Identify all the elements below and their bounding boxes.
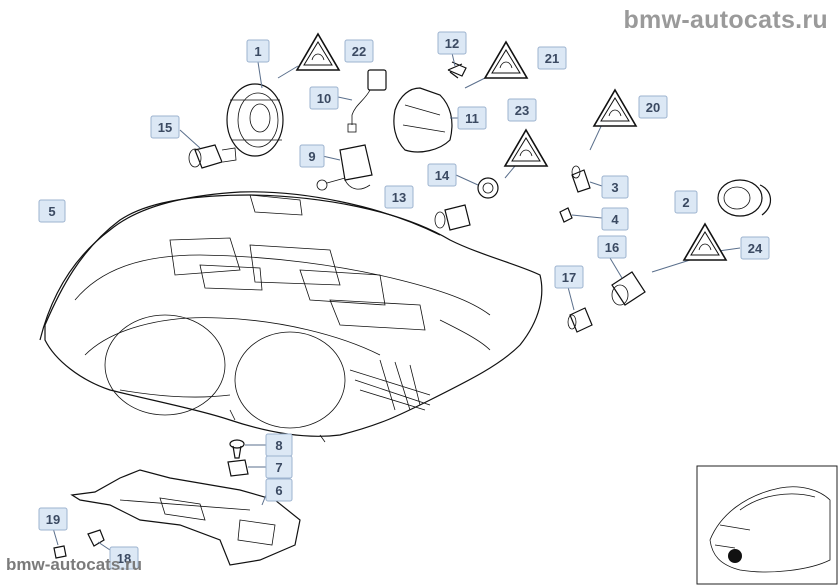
callout-label: 1: [254, 44, 261, 59]
callout-7[interactable]: 7: [265, 455, 293, 479]
watermark-top: bmw-autocats.ru: [623, 6, 828, 34]
connector-22-part: [347, 69, 387, 133]
grommet-14-part: [477, 177, 499, 199]
callout-20[interactable]: 20: [638, 95, 668, 119]
callout-17[interactable]: 17: [554, 265, 584, 289]
callout-21[interactable]: 21: [537, 46, 567, 70]
callout-label: 4: [611, 212, 619, 227]
callout-6[interactable]: 6: [265, 478, 293, 502]
fastener-19-part: [53, 545, 67, 559]
callout-label: 15: [158, 120, 172, 135]
warning-triangle-icon: [682, 222, 728, 261]
callout-label: 5: [48, 204, 55, 219]
screw-12-part: [447, 61, 467, 79]
callout-label: 22: [352, 44, 366, 59]
watermark-bottom: bmw-autocats.ru: [6, 555, 143, 574]
callout-label: 21: [545, 51, 559, 66]
callout-10[interactable]: 10: [309, 86, 339, 110]
cap-2-part: [717, 179, 771, 217]
callout-5[interactable]: 5: [38, 199, 66, 223]
callout-label: 23: [515, 103, 529, 118]
callout-label: 9: [308, 149, 315, 164]
socket-16-part: [611, 271, 646, 306]
adjuster-housing-11-part: [393, 87, 453, 153]
callout-15[interactable]: 15: [150, 115, 180, 139]
warning-triangle-icon: [592, 88, 638, 127]
callout-19[interactable]: 19: [38, 507, 68, 531]
callout-3[interactable]: 3: [601, 175, 629, 199]
callout-label: 13: [392, 190, 406, 205]
callout-24[interactable]: 24: [740, 236, 770, 260]
bracket-6-part: [70, 469, 301, 566]
callout-label: 19: [46, 512, 60, 527]
callout-13[interactable]: 13: [384, 185, 414, 209]
fastener-18-part: [87, 529, 105, 547]
callout-label: 14: [435, 168, 450, 183]
callout-label: 6: [275, 483, 282, 498]
callout-18[interactable]: 18: [109, 546, 139, 570]
callout-label: 7: [275, 460, 282, 475]
warning-triangle-icon: [483, 40, 529, 79]
bulb-13-part: [434, 204, 471, 231]
callout-label: 11: [465, 111, 479, 126]
bulb-3-part: [571, 165, 591, 193]
callout-label: 3: [611, 180, 618, 195]
callout-9[interactable]: 9: [299, 144, 325, 168]
bulb-socket-9-part: [316, 144, 373, 191]
callout-label: 24: [748, 241, 763, 256]
callout-label: 2: [682, 195, 689, 210]
warning-triangle-icon: [503, 128, 549, 167]
screw-8-part: [229, 439, 245, 459]
reflector-ring-part: [226, 83, 284, 157]
callout-14[interactable]: 14: [427, 163, 457, 187]
callout-label: 10: [317, 91, 331, 106]
callout-12[interactable]: 12: [437, 31, 467, 55]
callout-label: 16: [605, 240, 619, 255]
callout-label: 17: [562, 270, 576, 285]
callout-2[interactable]: 2: [674, 190, 698, 214]
callout-label: 8: [275, 438, 282, 453]
callout-label: 18: [117, 551, 131, 566]
callout-23[interactable]: 23: [507, 98, 537, 122]
callout-label: 20: [646, 100, 660, 115]
callout-4[interactable]: 4: [601, 207, 629, 231]
bulb-15-part: [188, 144, 237, 169]
bulb-17-part: [567, 307, 593, 333]
callout-22[interactable]: 22: [344, 39, 374, 63]
callout-11[interactable]: 11: [457, 106, 487, 130]
car-location-inset: [696, 465, 838, 585]
callout-16[interactable]: 16: [597, 235, 627, 259]
clip-nut-7-part: [227, 459, 249, 477]
bulb-4-part: [559, 207, 573, 223]
warning-triangle-icon: [295, 32, 341, 71]
callout-1[interactable]: 1: [246, 39, 270, 63]
headlight-housing: [39, 191, 543, 443]
callout-8[interactable]: 8: [265, 433, 293, 457]
callout-label: 12: [445, 36, 459, 51]
